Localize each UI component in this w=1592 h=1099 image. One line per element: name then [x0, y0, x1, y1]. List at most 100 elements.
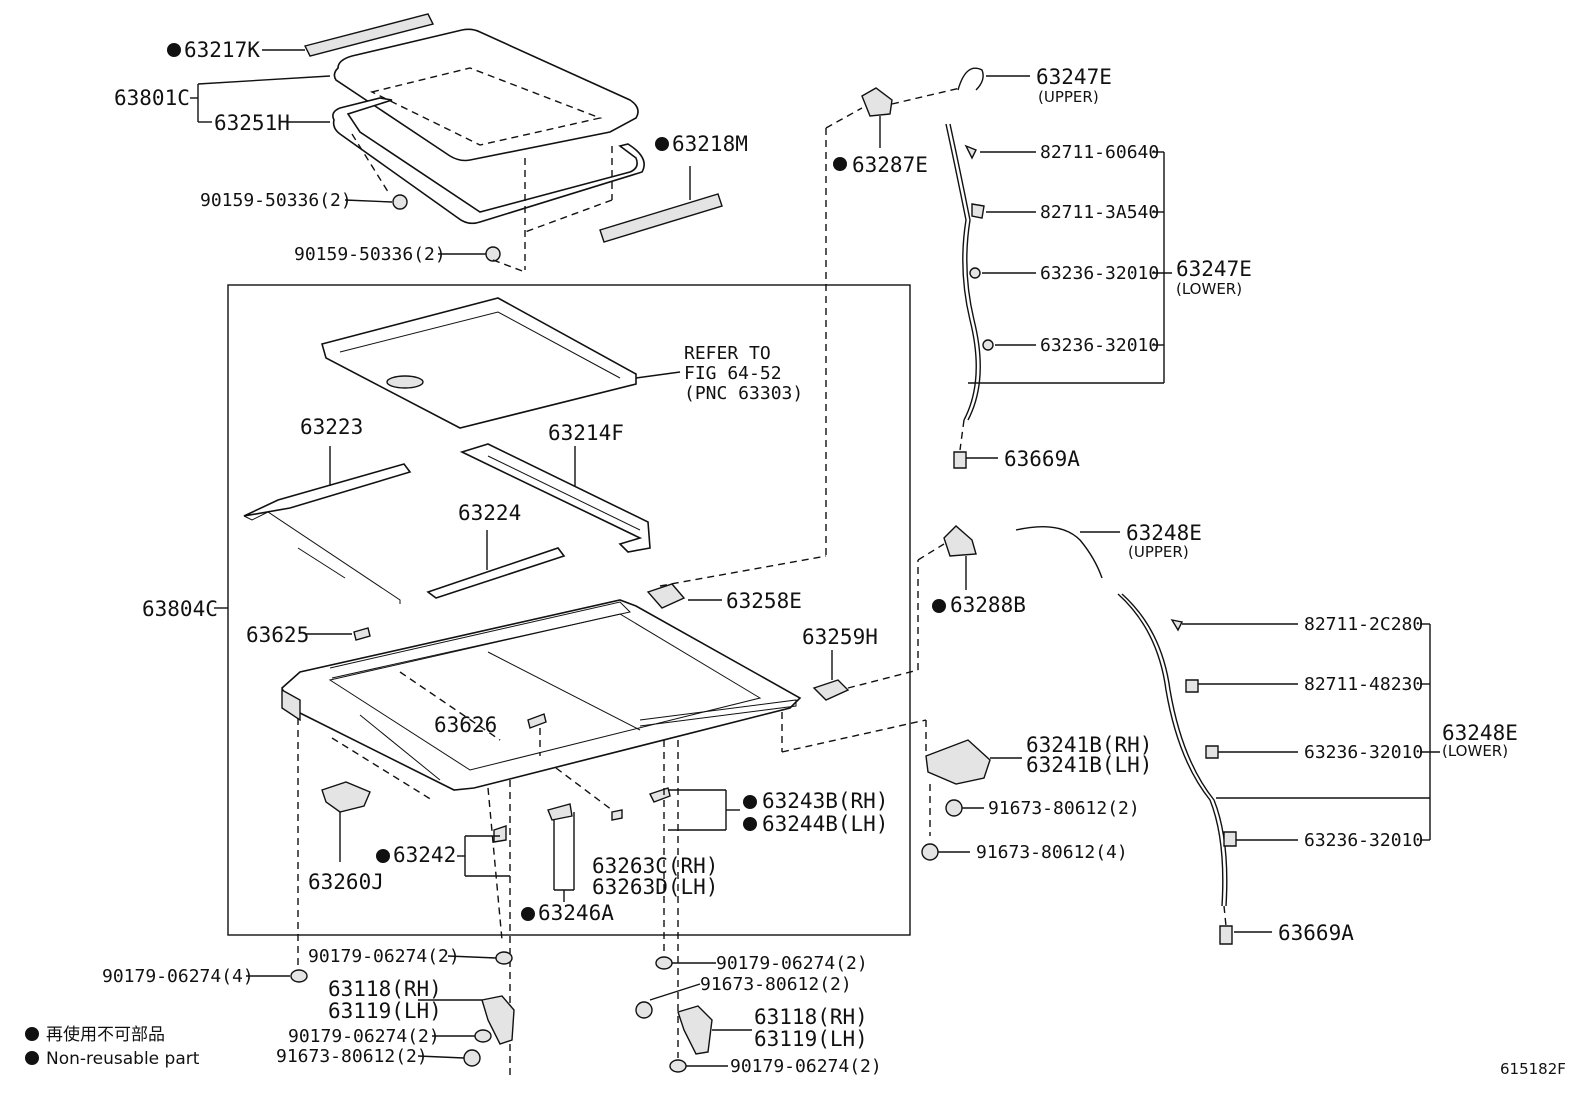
label-refer-3: (PNC 63303)	[684, 383, 803, 404]
seal-frame-63251H	[332, 97, 645, 225]
label-63218M: 63218M	[672, 132, 748, 156]
hose-end-63669A-a	[953, 451, 967, 469]
label-63669A-a: 63669A	[1004, 447, 1080, 471]
clip-63263C	[611, 809, 623, 821]
label-63288B: 63288B	[950, 593, 1026, 617]
label-63119-b: 63119(LH)	[754, 1027, 868, 1051]
label-63214F: 63214F	[548, 421, 624, 445]
bracket-63242	[493, 825, 507, 843]
bracket-63118-a	[481, 995, 515, 1045]
bolt-91673-c	[463, 1049, 481, 1067]
drain-hose-upper-front	[825, 67, 1030, 556]
nut-90179-2c	[474, 1029, 492, 1043]
label-63263D: 63263D(LH)	[592, 875, 718, 899]
hose-end-63669A-b	[1219, 925, 1233, 945]
label-90179-2b: 90179-06274(2)	[716, 953, 868, 974]
label-63251H: 63251H	[214, 111, 290, 135]
bolt-91673-a	[945, 799, 963, 817]
label-refer-2: FIG 64-52	[684, 363, 782, 384]
label-63625: 63625	[246, 623, 309, 647]
label-82711-48230: 82711-48230	[1304, 674, 1423, 695]
screw-90159-a	[392, 194, 408, 210]
bolt-91673-d	[635, 1001, 653, 1019]
label-63247E-upper: 63247E	[1036, 65, 1112, 89]
clip-63626	[527, 713, 547, 729]
label-63626: 63626	[434, 713, 497, 737]
label-63247E-lower: 63247E	[1176, 257, 1252, 281]
frame-assembly-box	[227, 284, 911, 936]
nut-90179-2b	[655, 956, 673, 970]
label-63248E-upper: 63248E	[1126, 521, 1202, 545]
nut-90179-2a	[495, 951, 513, 965]
legend-non-reusable-ja: 再使用不可部品	[46, 1024, 165, 1045]
rail-63224	[426, 530, 566, 599]
label-63241B-lh: 63241B(LH)	[1026, 753, 1152, 777]
drain-hose-upper-rear	[917, 525, 1120, 590]
bolt-91673-b	[921, 843, 939, 861]
label-90179-4: 90179-06274(4)	[102, 966, 254, 987]
label-91673-2a: 91673-80612(2)	[988, 798, 1140, 819]
drain-hose-lower-rear	[1117, 593, 1440, 945]
bracket-63241B	[921, 739, 1022, 861]
bottom-fasteners	[246, 951, 752, 1073]
label-63669A-b: 63669A	[1278, 921, 1354, 945]
rail-63214F	[459, 443, 651, 553]
nut-90179-4	[290, 969, 308, 983]
legend: 再使用不可部品 Non-reusable part	[46, 1024, 200, 1069]
bracket-63246A	[547, 803, 573, 821]
nut-90179-2d	[669, 1059, 687, 1073]
label-90159-a: 90159-50336(2)	[200, 190, 352, 211]
label-63241B-rh: 63241B(RH)	[1026, 733, 1152, 757]
label-63236-a: 63236-32010	[1040, 263, 1159, 284]
label-63246A: 63246A	[538, 901, 614, 925]
label-refer-1: REFER TO	[684, 343, 771, 364]
label-63242: 63242	[393, 843, 456, 867]
legend-non-reusable-en: Non-reusable part	[46, 1049, 200, 1069]
label-90179-2d: 90179-06274(2)	[730, 1056, 882, 1077]
label-63236-b: 63236-32010	[1040, 335, 1159, 356]
label-63236-c: 63236-32010	[1304, 742, 1423, 763]
label-63118-a: 63118(RH)	[328, 977, 442, 1001]
label-63243B: 63243B(RH)	[762, 789, 888, 813]
label-90179-2c: 90179-06274(2)	[288, 1026, 440, 1047]
label-82711-3A540: 82711-3A540	[1040, 202, 1159, 223]
bracket-63118-b	[677, 1005, 713, 1055]
label-63224: 63224	[458, 501, 521, 525]
label-91673-4: 91673-80612(4)	[976, 842, 1128, 863]
label-90159-b: 90159-50336(2)	[294, 244, 446, 265]
label-91673-2b: 91673-80612(2)	[700, 974, 852, 995]
label-63804C: 63804C	[142, 597, 218, 621]
label-63287E: 63287E	[852, 153, 928, 177]
label-82711-2C280: 82711-2C280	[1304, 614, 1423, 635]
label-63258E: 63258E	[726, 589, 802, 613]
label-91673-2c: 91673-80612(2)	[276, 1046, 428, 1067]
label-63236-d: 63236-32010	[1304, 830, 1423, 851]
label-82711-60640: 82711-60640	[1040, 142, 1159, 163]
label-upper-2: (UPPER)	[1128, 543, 1189, 561]
bracket-63243B	[649, 787, 671, 803]
diagram-code: 615182F	[1500, 1060, 1566, 1078]
motor-63260J	[321, 781, 371, 813]
label-90179-2a: 90179-06274(2)	[308, 946, 460, 967]
label-lower-2: (LOWER)	[1442, 742, 1508, 760]
label-lower-1: (LOWER)	[1176, 280, 1242, 298]
clip-63625	[353, 627, 371, 641]
label-upper-1: (UPPER)	[1038, 88, 1099, 106]
drain-hose-lower-front	[945, 123, 1172, 469]
weatherstrip-63218M	[599, 193, 723, 243]
label-63217K: 63217K	[184, 38, 260, 62]
screw-90159-b	[485, 246, 501, 262]
label-63244B: 63244B(LH)	[762, 812, 888, 836]
sunroof-frame	[281, 599, 802, 791]
label-63260J: 63260J	[308, 870, 384, 894]
label-63248E-lower: 63248E	[1442, 721, 1518, 745]
label-63259H: 63259H	[802, 625, 878, 649]
weatherstrip-63217K	[303, 13, 435, 57]
label-63119-a: 63119(LH)	[328, 999, 442, 1023]
label-63223: 63223	[300, 415, 363, 439]
glass-assembly	[190, 13, 723, 273]
sunshade	[321, 297, 681, 429]
label-63263C: 63263C(RH)	[592, 854, 718, 878]
part-labels: 63217K 63801C 63251H 63218M 90159-50336(…	[102, 38, 1518, 1077]
